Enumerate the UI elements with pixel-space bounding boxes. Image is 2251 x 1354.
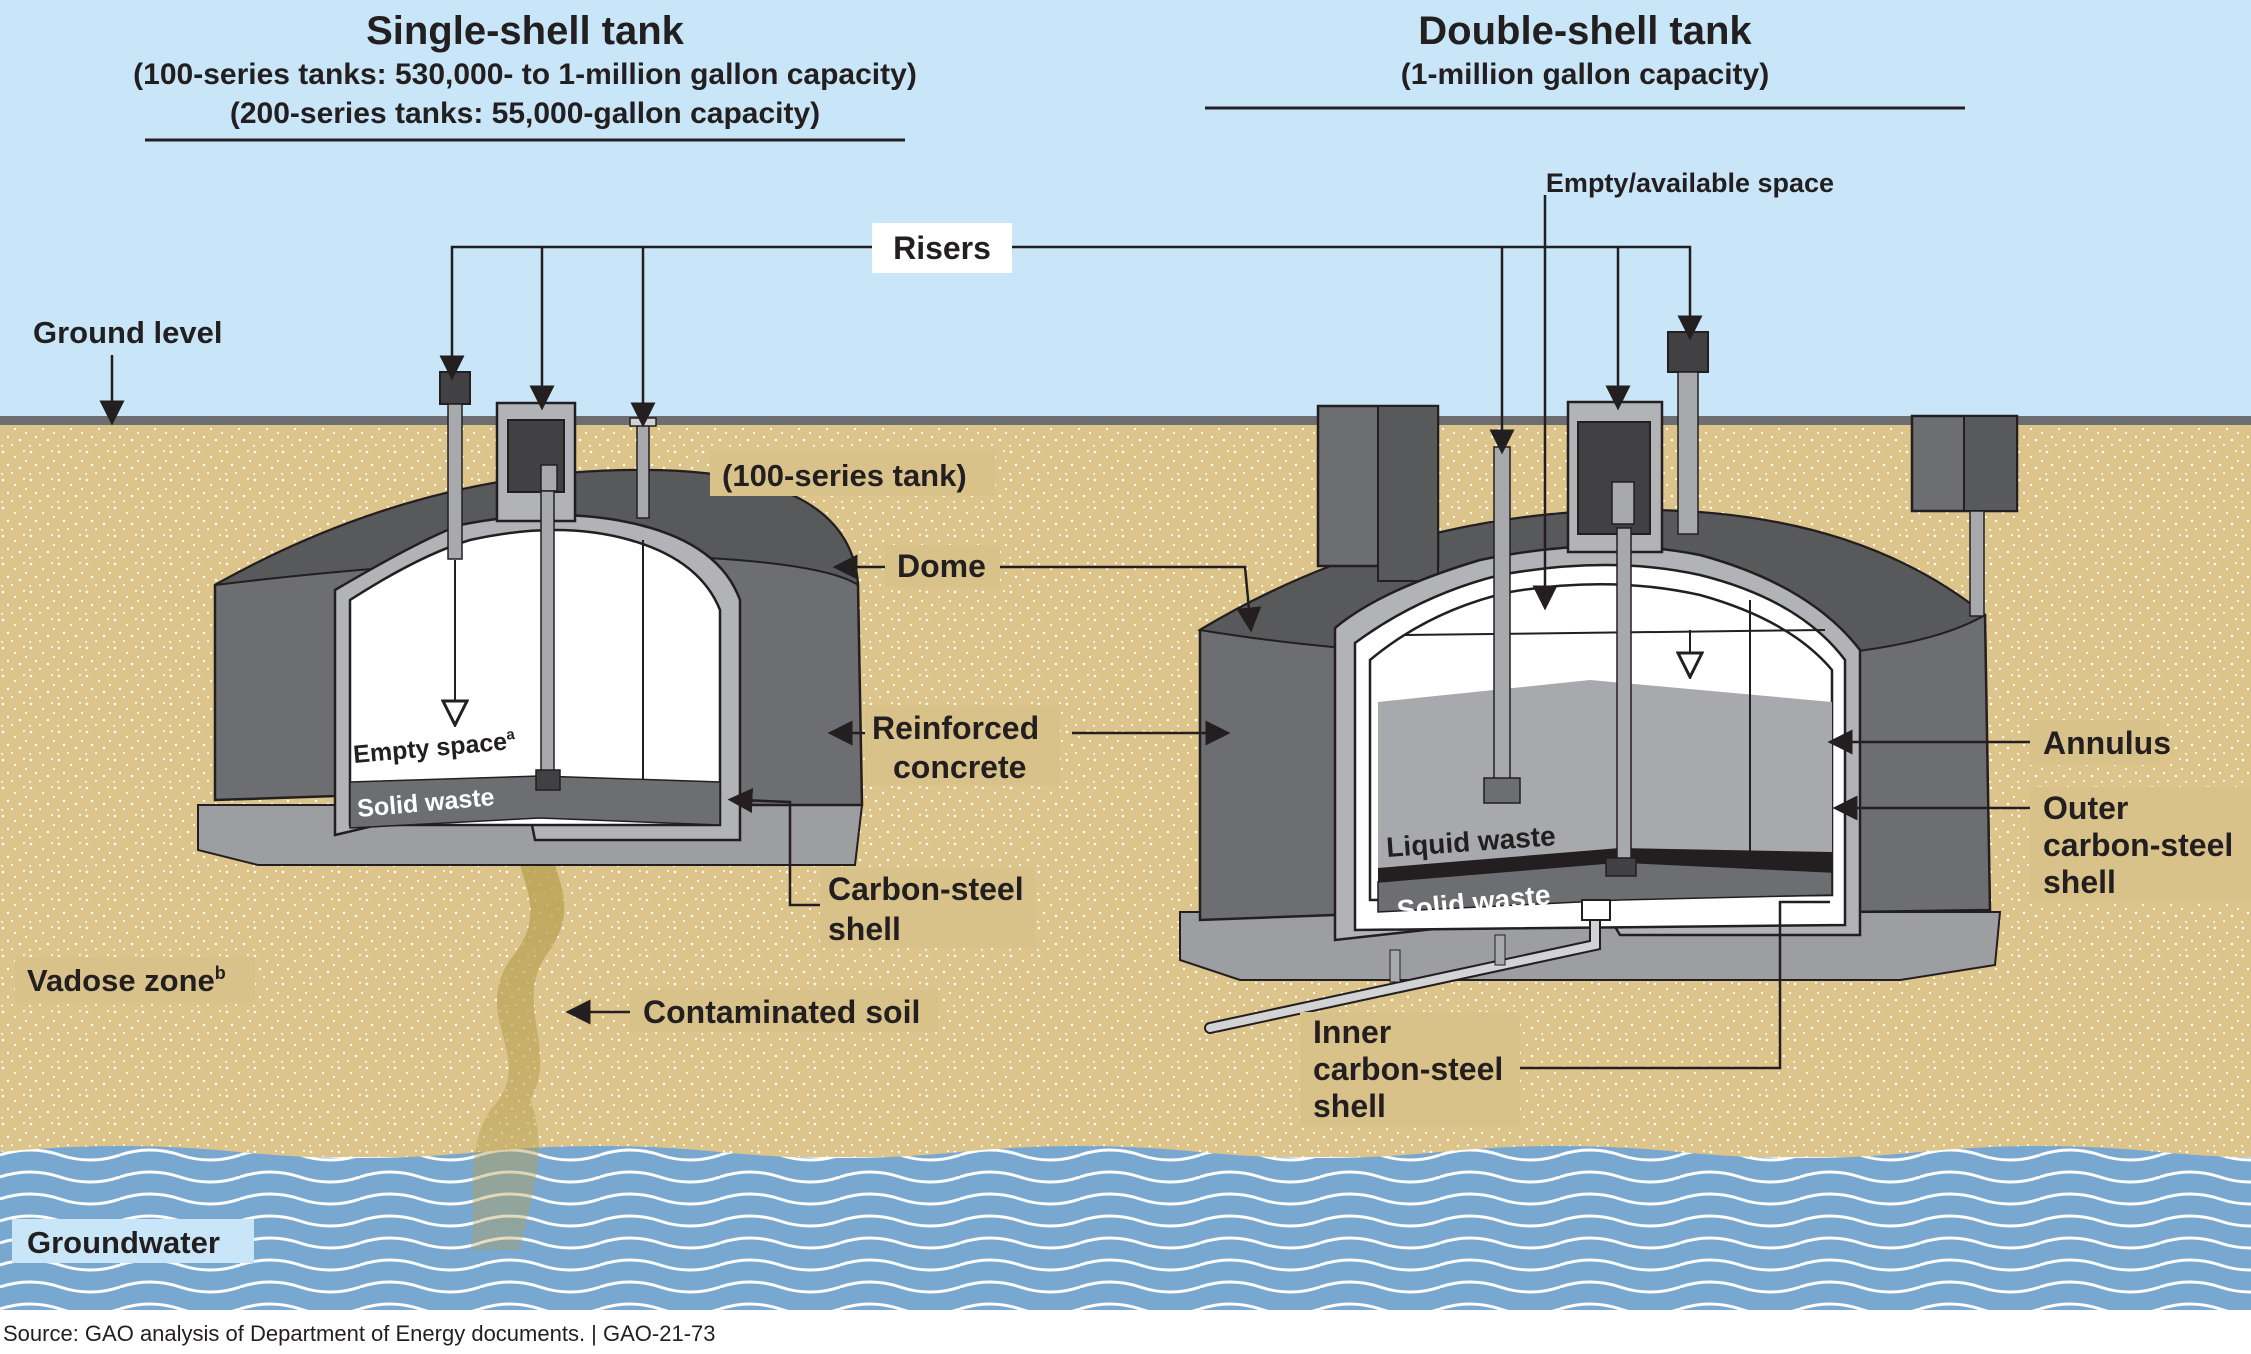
- dome-label: Dome: [897, 548, 986, 584]
- annulus-label: Annulus: [2043, 725, 2171, 761]
- risers-label: Risers: [893, 230, 991, 266]
- contaminated-soil-label: Contaminated soil: [643, 994, 920, 1030]
- outer-shell-label-3: shell: [2043, 864, 2116, 900]
- single-shell-capacity-200: (200-series tanks: 55,000-gallon capacit…: [230, 97, 820, 130]
- groundwater-label: Groundwater: [27, 1225, 220, 1260]
- single-shell-capacity-100: (100-series tanks: 530,000- to 1-million…: [133, 58, 917, 91]
- source-note: Source: GAO analysis of Department of En…: [3, 1321, 716, 1346]
- carbon-steel-label-1: Carbon-steel: [828, 871, 1024, 907]
- single-shell-tank: [197, 371, 864, 866]
- double-shell-capacity: (1-million gallon capacity): [1401, 58, 1769, 91]
- contamination-plume: [470, 815, 565, 1250]
- footer-bg: [0, 1310, 2251, 1349]
- carbon-steel-label-2: shell: [828, 911, 901, 947]
- leader-lines: [99, 195, 2030, 1070]
- single-shell-title: Single-shell tank: [366, 9, 685, 53]
- groundwater-layer: [0, 1146, 2251, 1310]
- reinforced-concrete-label-2: concrete: [893, 749, 1026, 785]
- double-shell-title: Double-shell tank: [1418, 9, 1752, 53]
- ground-level-line: [0, 416, 2251, 425]
- series-100-label: (100-series tank): [722, 458, 967, 493]
- sky: [0, 0, 2251, 422]
- double-shell-tank: [1179, 331, 2019, 1034]
- outer-shell-label-2: carbon-steel: [2043, 827, 2233, 863]
- empty-available-label: Empty/available space: [1546, 168, 1834, 198]
- inner-shell-label-2: carbon-steel: [1313, 1051, 1503, 1087]
- inner-shell-label-1: Inner: [1313, 1014, 1391, 1050]
- reinforced-concrete-label-1: Reinforced: [872, 710, 1039, 746]
- series-label-bg: [710, 450, 995, 496]
- inner-shell-label-3: shell: [1313, 1088, 1386, 1124]
- outer-shell-label-1: Outer: [2043, 790, 2128, 826]
- ground-level-label: Ground level: [33, 315, 222, 350]
- risers-label-bg: [872, 223, 1012, 273]
- vadose-zone-label: Vadose zoneb: [27, 963, 226, 998]
